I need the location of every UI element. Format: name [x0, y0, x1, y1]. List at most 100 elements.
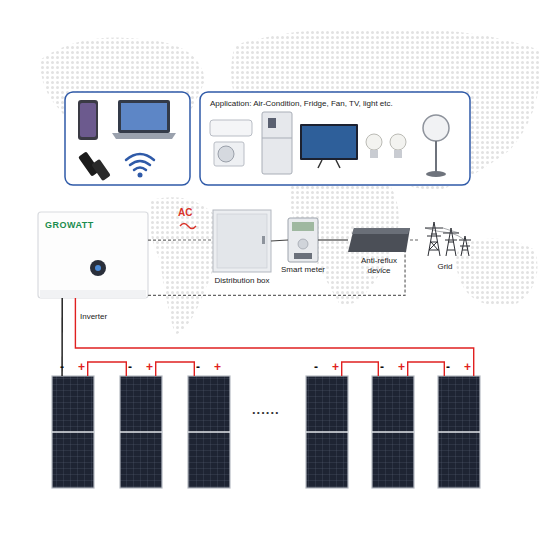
inverter-display [90, 260, 106, 276]
application-box: Application: Air-Condition, Fridge, Fan,… [200, 92, 470, 185]
anti-reflux-device: Anti-reflux device [348, 228, 410, 252]
fan-base [426, 171, 446, 177]
meter-body [288, 218, 318, 262]
solar-panel: -+ [372, 376, 414, 488]
light-bulb [390, 134, 406, 150]
light-bulb [366, 134, 382, 150]
fridge-door [262, 138, 292, 139]
brand-logo: GROWATT [45, 220, 94, 231]
ac-wave [180, 224, 196, 229]
terminal-plus: + [146, 360, 153, 374]
terminal-plus: + [398, 360, 405, 374]
wire [156, 362, 195, 376]
power-line [425, 228, 465, 240]
terminal-minus: - [128, 360, 132, 374]
bulb-base [394, 150, 402, 158]
solar-panel: -+ [120, 376, 162, 488]
cabinet-door [217, 214, 267, 268]
solar-panel: -+ [306, 376, 348, 488]
phone-icon [78, 100, 98, 140]
terminal-plus: + [332, 360, 339, 374]
solar-panel [188, 376, 230, 488]
distribution-box: Distribution box [213, 210, 271, 272]
laptop-display [121, 103, 167, 130]
panel-split [120, 431, 162, 433]
terminal-minus: - [446, 360, 450, 374]
application-text: Application: Air-Condition, Fridge, Fan,… [210, 99, 462, 109]
pylon [425, 222, 443, 256]
solar-panel: -+ [438, 376, 480, 488]
map-continent [149, 197, 219, 335]
grid: Grid [418, 220, 472, 260]
cabinet-handle [262, 236, 265, 244]
distribution-cabinet [213, 210, 271, 272]
component-label: Inverter [80, 312, 107, 322]
pylon [459, 236, 471, 256]
laptop-base [112, 133, 176, 139]
panel-split [438, 431, 480, 433]
component-label: Grid [437, 262, 452, 272]
wire [318, 239, 348, 240]
solar-panel [438, 376, 480, 488]
fridge [262, 112, 292, 174]
wire [88, 362, 127, 376]
laptop-screen [118, 100, 170, 133]
terminal-minus: - [314, 360, 318, 374]
panel-split [306, 431, 348, 433]
wifi-dongle [91, 159, 111, 181]
component-label: Smart meter [281, 265, 325, 275]
solar-panel [306, 376, 348, 488]
edge-label: AC [178, 207, 192, 219]
inverter-shade [40, 290, 146, 298]
terminal-plus: + [78, 360, 85, 374]
ac-outdoor-unit [214, 142, 244, 166]
fan-head [423, 115, 449, 141]
wire [342, 362, 379, 376]
terminal-plus: + [464, 360, 471, 374]
solar-panel [120, 376, 162, 488]
phone-screen [80, 103, 96, 137]
wire [75, 298, 473, 376]
tv [300, 124, 358, 160]
smart-meter: Smart meter [288, 218, 318, 262]
terminal-minus: - [380, 360, 384, 374]
inverter-led [95, 265, 101, 271]
inverter-body [38, 212, 148, 298]
inverter: GROWATTInverter [38, 212, 148, 298]
air-conditioner [210, 120, 252, 136]
wire [408, 362, 445, 376]
tv-stand [318, 160, 340, 168]
anti-reflux-box [348, 228, 410, 252]
panel-split [372, 431, 414, 433]
anti-reflux-top [352, 228, 410, 234]
monitoring-box [65, 92, 190, 185]
meter-lcd [292, 222, 314, 231]
wifi-icon [126, 154, 154, 170]
solar-panel: -+ [52, 376, 94, 488]
terminal-plus: + [214, 360, 221, 374]
application-box [200, 92, 470, 185]
wire [271, 240, 288, 241]
wire [410, 239, 418, 240]
fridge-panel [268, 118, 276, 128]
solar-panel: -+ [188, 376, 230, 488]
meter-terminal [294, 253, 312, 259]
tv-screen [302, 126, 356, 158]
component-label: Distribution box [214, 276, 269, 286]
bulb-base [370, 150, 378, 158]
solar-panel [372, 376, 414, 488]
meter-dial [298, 239, 308, 249]
panel-split [52, 431, 94, 433]
ellipsis-label: ...... [252, 402, 280, 418]
terminal-minus: - [196, 360, 200, 374]
panel-split [188, 431, 230, 433]
map-continent [456, 239, 538, 306]
component-label: Anti-reflux device [351, 256, 407, 275]
wifi-icon [138, 173, 143, 178]
terminal-minus: - [60, 360, 64, 374]
